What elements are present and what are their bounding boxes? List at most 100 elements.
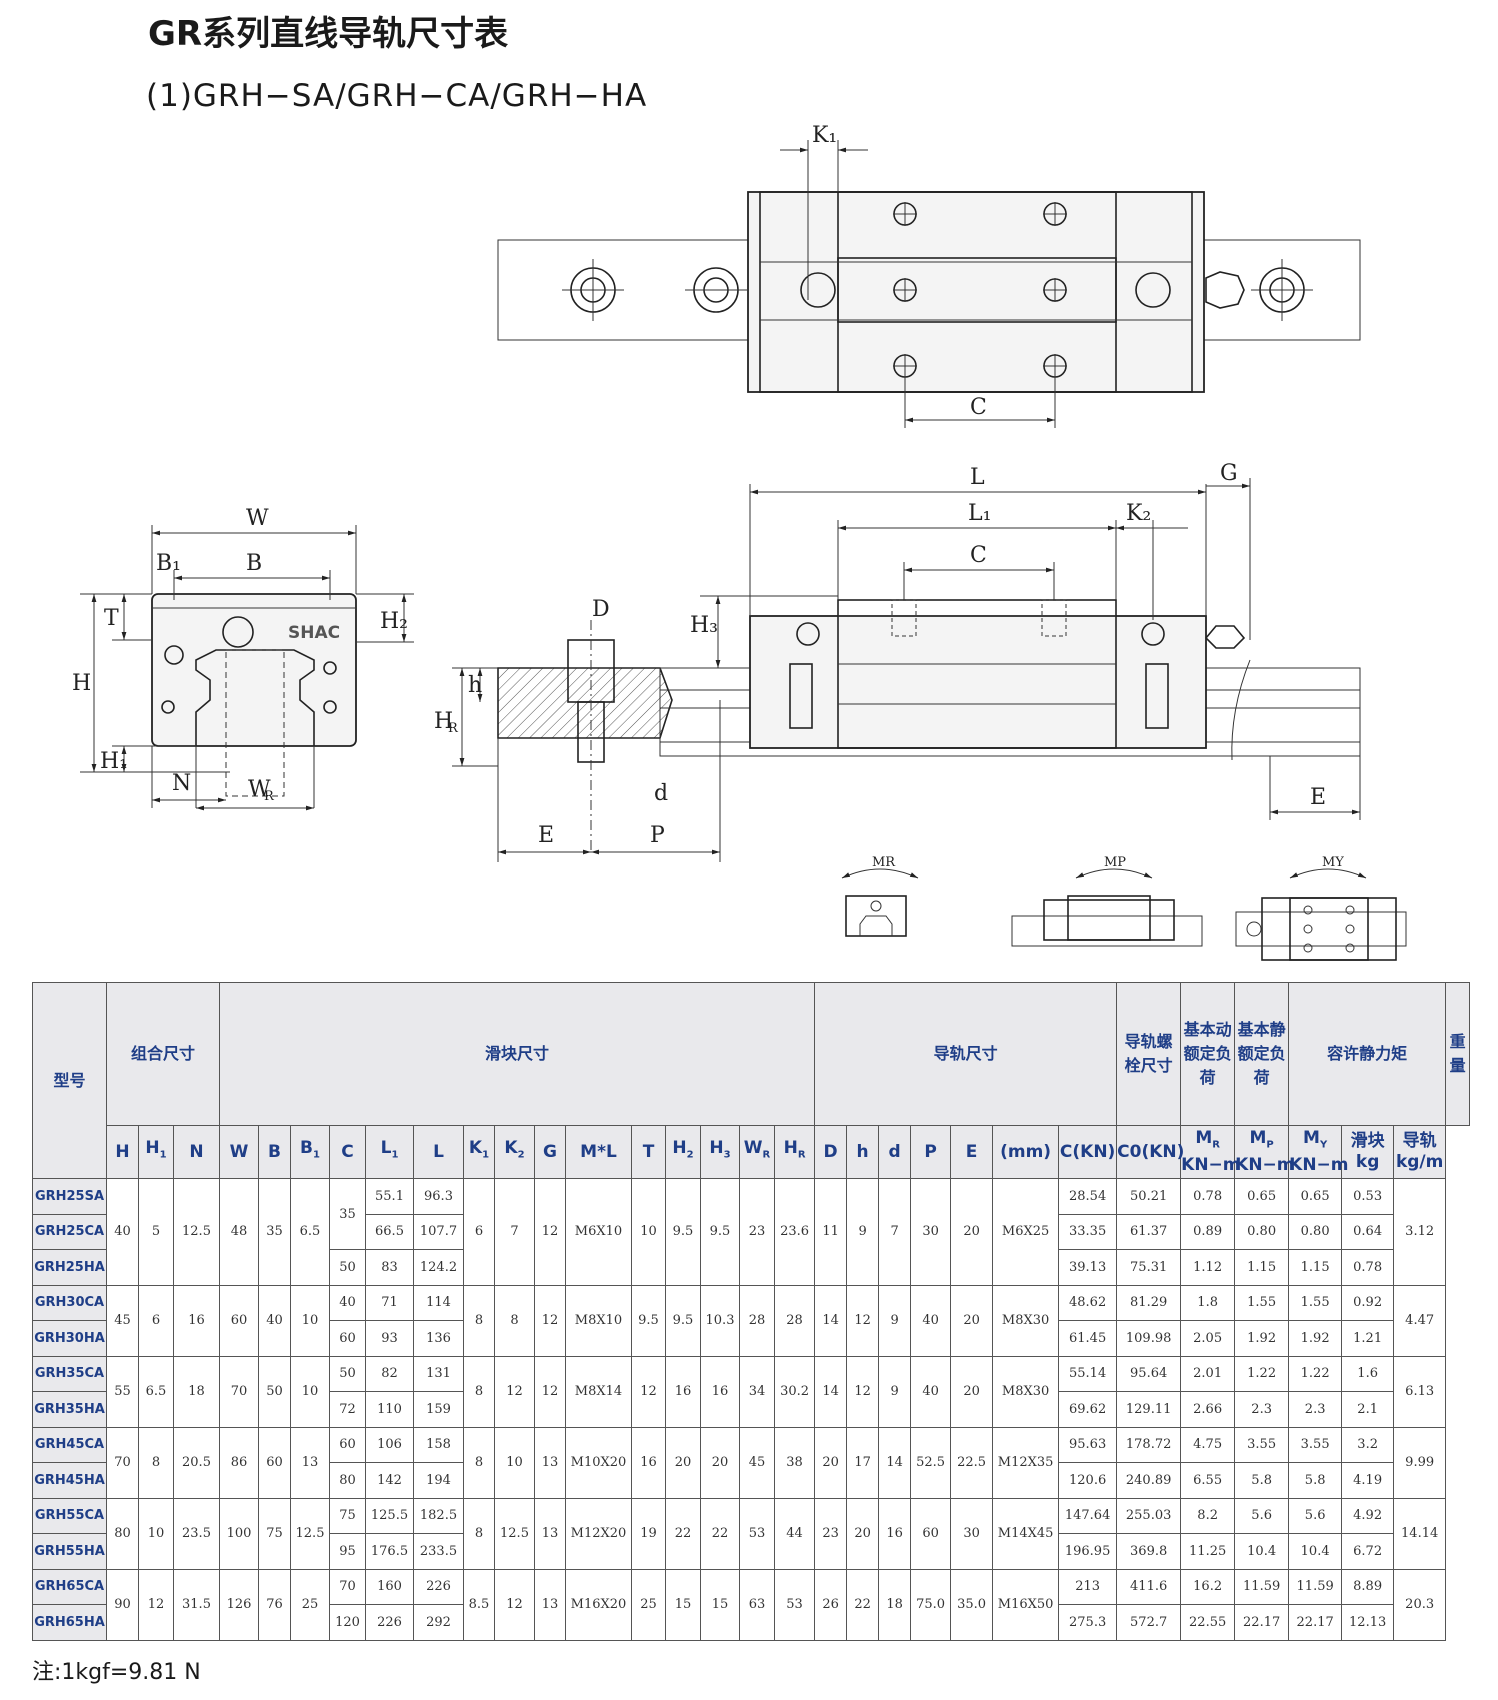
svg-text:MR: MR [872,855,896,870]
block-screw [893,202,917,226]
dim-label-c-side: C [970,543,987,568]
col-b: B [258,1125,291,1179]
col-d-small: d [878,1125,912,1179]
brand-logo: SHAC [288,623,340,643]
dim-label-c: C [970,395,987,420]
dim-label-b1: B₁ [156,551,181,576]
spec-table: 型号 组合尺寸 滑块尺寸 导轨尺寸 导轨螺栓尺寸 基本动额定负荷 基本静额定负荷… [32,982,1470,1641]
rail-section: D d H R h E P [434,597,721,862]
col-mm: (mm) [992,1125,1060,1179]
table-row: GRH45CA 70 8 20.5 86 60 13 60 106 158 8 … [32,1426,1470,1499]
table-row: GRH65CA 90 12 31.5 126 76 25 70 160 226 … [32,1568,1470,1641]
dim-label-wr: W [248,777,271,802]
dim-label-p: P [650,823,665,848]
moment-mr-icon: MR [841,855,919,937]
group-dynamic-load: 基本动额定负荷 [1180,982,1236,1126]
dim-label-d-lower: d [654,781,668,806]
table-row: GRH55CA 80 10 23.5 100 75 12.5 75 125.5 … [32,1497,1470,1570]
unit-note: 注:1kgf=9.81 N [32,1660,201,1685]
table-row: GRH25CA 66.5 107.7 33.35 61.37 0.89 0.80… [32,1213,1470,1250]
dim-label-k2: K₂ [1126,501,1151,526]
col-h2: H2 [665,1125,701,1179]
dim-label-d-upper: D [592,597,610,622]
table-row: GRH25SA 40 5 12.5 48 35 6.5 35 55.1 96.3… [32,1178,1470,1286]
svg-text:MP: MP [1104,855,1126,870]
svg-text:MY: MY [1322,855,1344,870]
col-p: P [910,1125,952,1179]
group-bolt: 导轨螺栓尺寸 [1116,982,1182,1126]
dim-label-h1: H₁ [100,749,128,774]
block-screw [1043,202,1067,226]
dim-label-l1: L₁ [968,501,991,526]
col-w: W [219,1125,259,1179]
dim-label-k1: K₁ [812,123,837,148]
dim-label-h-small: h [468,673,482,698]
col-t: T [631,1125,666,1179]
rail-hole [1251,259,1313,321]
dim-label-b: B [246,551,262,576]
col-e: E [950,1125,994,1179]
dim-label-w: W [246,506,269,531]
group-weight: 重量 [1445,982,1470,1126]
col-hr: HR [773,1125,816,1179]
col-k2: K2 [494,1125,535,1179]
table-row: GRH65HA 120 226 292 275.3 572.7 22.55 22… [32,1604,1470,1641]
moment-my-icon: MY [1235,855,1407,961]
table-row: GRH35CA 55 6.5 18 70 50 10 50 82 131 8 1… [32,1355,1470,1428]
col-c0-kn: C0(KN) [1116,1125,1184,1179]
dim-label-h2: H₂ [380,609,408,634]
col-n: N [173,1125,220,1179]
dim-label-wr-sub: R [264,789,275,804]
dim-label-hr: H [434,709,453,734]
table-row: GRH30HA 60 93 136 61.45 109.98 2.05 1.92… [32,1320,1470,1357]
block-screw [893,278,917,302]
rail-hole [562,259,624,321]
col-wr: WR [739,1125,775,1179]
col-c: C [329,1125,366,1179]
dim-label-g: G [1220,461,1238,486]
block-screw [1043,278,1067,302]
col-g: G [534,1125,566,1179]
group-combo: 组合尺寸 [106,982,220,1126]
dim-label-e-left: E [538,823,554,848]
group-block: 滑块尺寸 [218,982,816,1126]
page-title: GR系列直线导轨尺寸表 [148,14,509,54]
front-view: SHAC W B B₁ H T H₁ H₂ N W R [72,506,414,811]
col-ml: M*L [565,1125,632,1179]
col-b1: B1 [290,1125,330,1179]
col-h: H [106,1125,139,1179]
group-moment: 容许静力矩 [1288,982,1447,1126]
dim-label-h: H [72,671,91,696]
side-view: L L₁ K₂ C G H₃ E [659,461,1361,820]
dim-label-h3: H₃ [690,613,718,638]
col-h1: H1 [138,1125,174,1179]
col-h-small: h [846,1125,880,1179]
col-d: D [814,1125,848,1179]
group-rail: 导轨尺寸 [814,982,1118,1126]
table-row: GRH30CA 45 6 16 60 40 10 40 71 114 8 8 1… [32,1284,1470,1357]
col-l1: L1 [365,1125,414,1179]
col-c-kn: C(KN) [1058,1125,1118,1179]
dim-label-hr-sub: R [448,721,459,736]
dim-label-t: T [104,606,119,631]
rail-hole [685,267,747,313]
dim-label-e-right: E [1310,785,1326,810]
table-row: GRH45HA 80 142 194 120.6 240.89 6.55 5.8… [32,1462,1470,1499]
page-subtitle: (1)GRH−SA/GRH−CA/GRH−HA [146,78,648,114]
col-h3: H3 [700,1125,740,1179]
dim-label-n: N [172,771,191,796]
top-view: K₁ C [497,123,1361,428]
moment-mp-icon: MP [1011,855,1203,947]
table-row: GRH55HA 95 176.5 233.5 196.95 369.8 11.2… [32,1533,1470,1570]
group-static-load: 基本静额定负荷 [1234,982,1290,1126]
col-l: L [413,1125,464,1179]
technical-drawing: K₁ C SHAC W B B₁ H T [72,123,1407,961]
col-model: 型号 [32,982,107,1179]
col-k1: K1 [463,1125,495,1179]
dim-label-l: L [970,465,985,490]
